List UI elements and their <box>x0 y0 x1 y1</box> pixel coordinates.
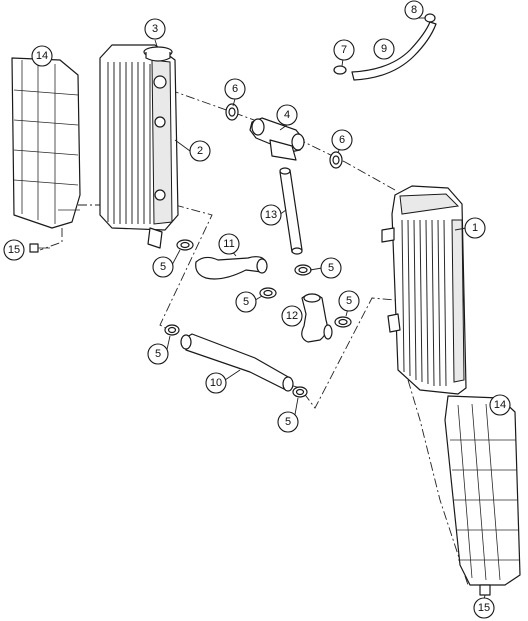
callout-14b: 14 <box>489 394 511 416</box>
callout-4: 4 <box>276 104 298 126</box>
small-hose-clamp <box>333 65 347 75</box>
svg-text:14: 14 <box>494 399 506 411</box>
svg-text:5: 5 <box>243 296 249 308</box>
callout-7: 7 <box>333 39 355 61</box>
callout-1: 1 <box>464 217 486 239</box>
callout-6a: 6 <box>224 78 246 100</box>
hose-clamp-5f <box>292 386 308 398</box>
svg-text:5: 5 <box>346 295 352 307</box>
svg-text:15: 15 <box>478 602 490 614</box>
coolant-hose-elbow <box>301 293 333 343</box>
mounting-bolt-right <box>479 584 491 596</box>
coolant-hose-upper <box>195 256 268 280</box>
svg-text:14: 14 <box>36 50 48 62</box>
callout-11: 11 <box>218 233 240 255</box>
hose-clamp-5d <box>334 316 352 328</box>
callout-5e: 5 <box>147 343 169 365</box>
hose-clamp-5b <box>259 287 277 299</box>
svg-text:8: 8 <box>411 4 417 16</box>
svg-text:5: 5 <box>285 416 291 428</box>
svg-text:6: 6 <box>232 83 238 95</box>
hose-clamp-5a <box>176 239 194 251</box>
breather-hose-clamp <box>424 13 436 23</box>
svg-text:1: 1 <box>472 222 478 234</box>
radiator-left <box>99 44 179 249</box>
callout-5f: 5 <box>277 411 299 433</box>
svg-text:15: 15 <box>8 244 20 256</box>
callout-15b: 15 <box>473 597 495 619</box>
hose-clamp-upper-right <box>329 151 343 169</box>
hose-clamp-5e <box>164 324 180 336</box>
callout-14a: 14 <box>31 45 53 67</box>
coolant-pipe <box>279 167 303 255</box>
radiator-right <box>381 185 467 395</box>
radiator-shroud-right <box>444 395 521 586</box>
callout-5a: 5 <box>152 256 174 278</box>
thermostat-housing <box>249 117 305 161</box>
svg-text:12: 12 <box>286 310 298 322</box>
svg-text:5: 5 <box>328 262 334 274</box>
hose-clamp-upper-left <box>225 103 239 121</box>
callout-13: 13 <box>260 204 282 226</box>
coolant-hose-lower <box>180 333 294 392</box>
svg-text:9: 9 <box>381 43 387 55</box>
callout-5b: 5 <box>320 257 342 279</box>
svg-text:5: 5 <box>160 261 166 273</box>
callout-5d: 5 <box>338 290 360 312</box>
radiator-shroud-left <box>11 57 81 229</box>
callout-15a: 15 <box>3 239 25 261</box>
breather-hose <box>351 21 437 81</box>
hose-clamp-5c <box>294 264 312 276</box>
mounting-bolt-left <box>29 243 50 253</box>
svg-text:11: 11 <box>223 238 234 250</box>
svg-text:5: 5 <box>155 348 161 360</box>
callout-6b: 6 <box>331 129 353 151</box>
svg-text:10: 10 <box>210 377 222 389</box>
callout-5c: 5 <box>235 291 257 313</box>
callout-9: 9 <box>373 38 395 60</box>
svg-text:2: 2 <box>197 145 203 157</box>
callout-12: 12 <box>281 305 303 327</box>
callout-8: 8 <box>404 0 424 20</box>
svg-text:4: 4 <box>284 109 290 121</box>
callout-3: 3 <box>144 18 166 40</box>
callout-10: 10 <box>205 372 227 394</box>
svg-text:13: 13 <box>265 209 277 221</box>
svg-text:7: 7 <box>341 44 347 56</box>
radiator-cap <box>143 46 173 62</box>
svg-text:6: 6 <box>339 134 345 146</box>
callout-2: 2 <box>189 140 211 162</box>
svg-text:3: 3 <box>152 23 158 35</box>
